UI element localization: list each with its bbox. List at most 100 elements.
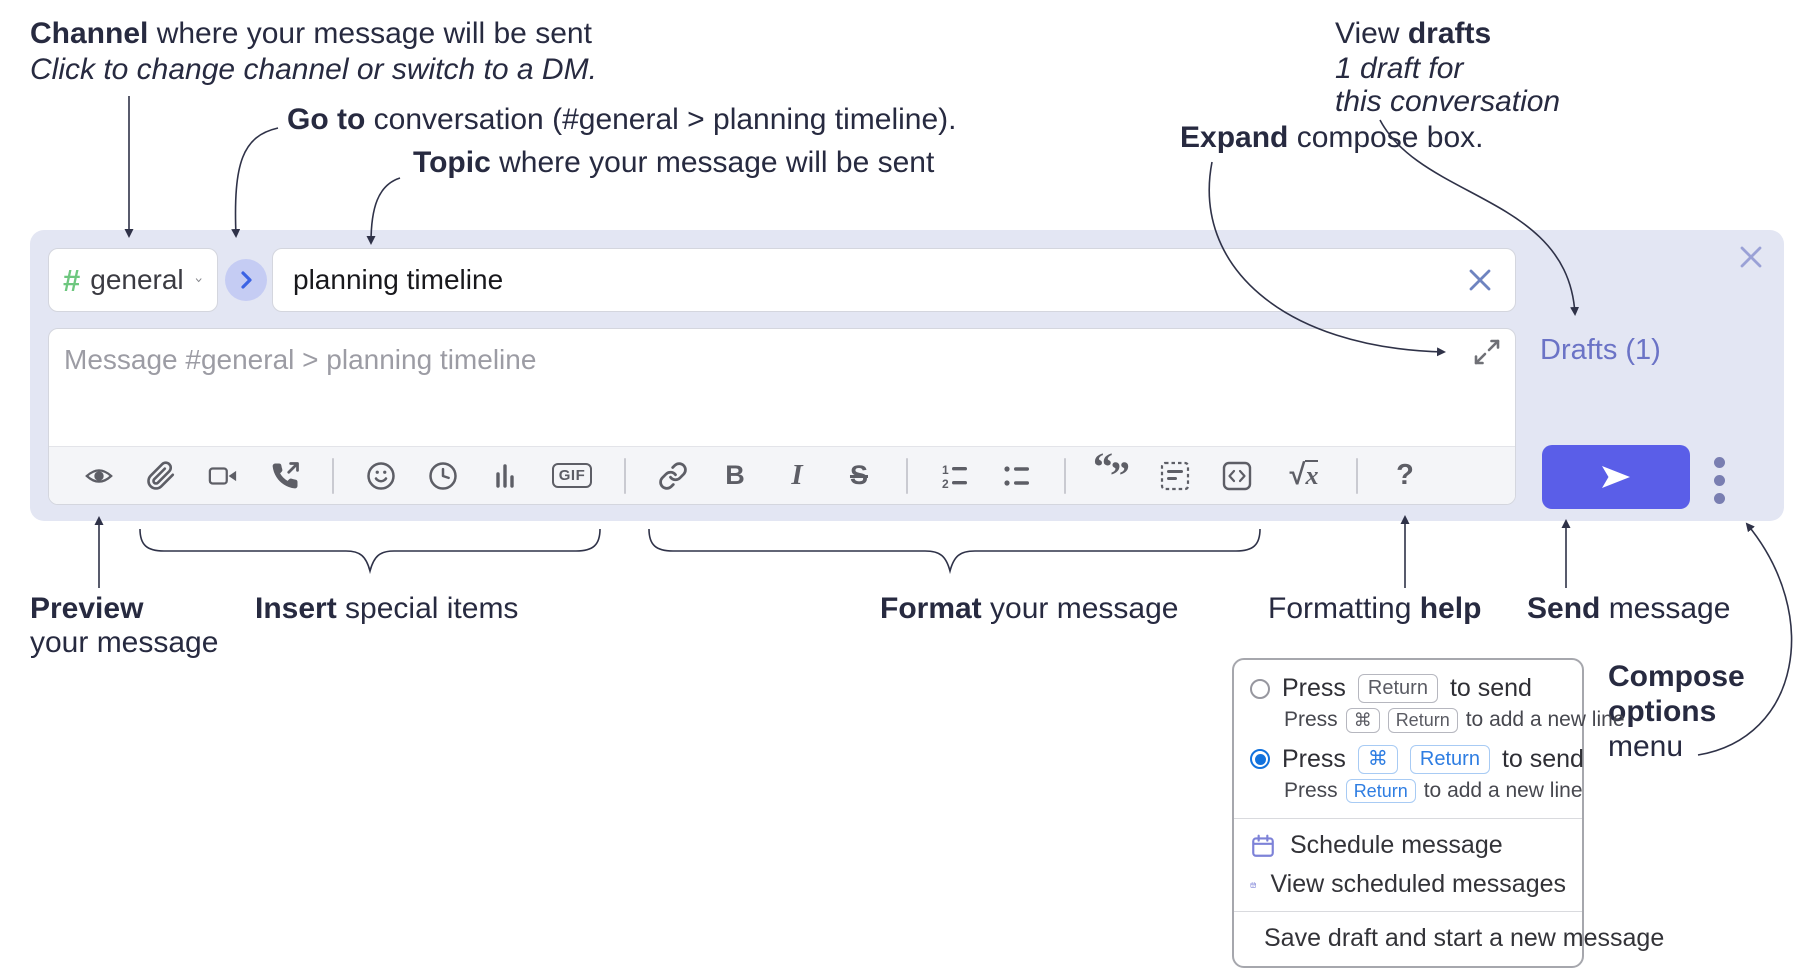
code-icon [1222, 461, 1252, 490]
dot-icon [1713, 475, 1725, 486]
compose-toolbar: GIF B I S 1 2 “” [49, 446, 1515, 504]
channel-hash-icon: # [63, 262, 81, 298]
channel-name: general [90, 264, 184, 295]
annotation-compose-options-line3: menu [1608, 730, 1684, 763]
radio-unselected-icon[interactable] [1250, 678, 1270, 699]
key-cmd: ⌘ [1345, 708, 1380, 733]
italic-button[interactable]: I [782, 456, 812, 496]
option-text: to send [1501, 744, 1584, 773]
annotation-send-message: Send message [1527, 592, 1731, 625]
menu-item-schedule-message[interactable]: Schedule message [1234, 826, 1582, 865]
annotation-topic: Topic where your message will be sent [413, 146, 935, 179]
schedule-time-button[interactable] [428, 456, 458, 496]
quote-button[interactable]: “” [1093, 446, 1130, 496]
italic-icon: I [791, 459, 803, 491]
paperclip-icon [147, 460, 175, 490]
menu-item-save-draft[interactable]: Save draft and start a new message [1234, 919, 1664, 958]
send-icon [1602, 466, 1630, 488]
formatting-help-button[interactable]: ? [1390, 456, 1420, 496]
poll-button[interactable] [490, 456, 520, 496]
preview-button[interactable] [84, 456, 114, 496]
compose-options-button[interactable] [1712, 457, 1726, 504]
toolbar-divider [332, 457, 334, 494]
bold-icon: B [725, 460, 745, 490]
menu-item-view-scheduled[interactable]: View scheduled messages [1234, 865, 1582, 904]
link-icon [659, 461, 687, 490]
menu-item-label: Save draft and start a new message [1264, 924, 1665, 952]
format-brace [648, 528, 1261, 575]
annotation-formatting-help: Formatting help [1268, 592, 1482, 625]
annotation-insert: Insert special items [255, 592, 519, 625]
annotation-preview-line2: your message [30, 626, 219, 659]
dot-icon [1713, 493, 1725, 504]
annotation-view-drafts-line2: 1 draft for [1335, 52, 1464, 85]
annotation-goto: Go to conversation (#general > planning … [287, 103, 957, 136]
menu-item-label: View scheduled messages [1270, 870, 1566, 898]
smiley-icon [367, 461, 395, 490]
option-text: Press [1282, 674, 1346, 702]
strikethrough-icon: S [849, 460, 868, 490]
menu-separator [1234, 818, 1582, 819]
gif-button[interactable]: GIF [551, 456, 593, 496]
annotation-expand: Expand compose box. [1180, 121, 1484, 154]
strikethrough-button[interactable]: S [844, 456, 874, 496]
toolbar-divider [624, 457, 626, 494]
clock-icon [429, 461, 457, 490]
channel-selector[interactable]: # general [48, 248, 218, 312]
eye-icon [85, 468, 113, 483]
toolbar-divider [1064, 457, 1066, 494]
annotation-format: Format your message [880, 592, 1179, 625]
key-return: Return [1387, 708, 1458, 733]
bold-button[interactable]: B [720, 456, 750, 496]
bar-chart-icon [496, 463, 514, 488]
key-return: Return [1357, 674, 1438, 703]
voice-call-button[interactable] [270, 456, 300, 496]
numbered-list-icon: 1 2 [942, 463, 967, 491]
annotation-compose-options-line1: Compose [1608, 660, 1745, 693]
topic-value: planning timeline [293, 264, 504, 295]
numbered-list-button[interactable]: 1 2 [940, 456, 970, 496]
math-icon: √x [1289, 459, 1319, 491]
menu-option-enter-sends[interactable]: Press Return to send [1234, 670, 1582, 703]
menu-separator [1234, 911, 1582, 912]
emoji-button[interactable] [366, 456, 396, 496]
bulleted-list-button[interactable] [1002, 456, 1032, 496]
key-return: Return [1409, 744, 1490, 774]
dot-icon [1713, 457, 1725, 468]
phone-outgoing-icon [272, 461, 299, 488]
goto-pointer-line [231, 127, 279, 238]
expand-compose-icon[interactable] [1472, 337, 1502, 367]
calendar-grid-icon [1250, 881, 1256, 888]
svg-text:1: 1 [942, 463, 949, 477]
spoiler-button[interactable] [1160, 456, 1190, 496]
question-mark-icon: ? [1396, 459, 1414, 491]
drafts-link[interactable]: Drafts (1) [1540, 334, 1661, 366]
svg-text:2: 2 [942, 477, 949, 491]
video-call-button[interactable] [208, 456, 238, 496]
topic-input[interactable]: planning timeline [272, 248, 1516, 312]
attach-file-button[interactable] [146, 456, 176, 496]
gif-icon: GIF [551, 463, 593, 488]
clear-topic-icon[interactable] [1465, 265, 1495, 295]
menu-option-enter-sends-subtext: Press ⌘ Return to add a new line [1284, 708, 1625, 733]
key-return: Return [1345, 778, 1416, 803]
calendar-icon [1252, 834, 1274, 857]
video-camera-icon [208, 466, 237, 485]
radio-selected-icon[interactable] [1250, 749, 1270, 769]
menu-item-label: Schedule message [1290, 831, 1503, 859]
compose-options-menu: Press Return to send Press ⌘ Return to a… [1232, 658, 1664, 968]
annotation-view-drafts-line1: View drafts [1335, 17, 1492, 50]
menu-option-cmd-enter-sends[interactable]: Press ⌘ Return to send [1234, 741, 1584, 774]
close-compose-icon[interactable] [1736, 242, 1766, 272]
link-button[interactable] [658, 456, 688, 496]
annotation-channel-line2: Click to change channel or switch to a D… [30, 53, 597, 86]
code-button[interactable] [1222, 456, 1252, 496]
send-button[interactable] [1542, 445, 1690, 509]
message-placeholder: Message #general > planning timeline [64, 344, 537, 375]
annotation-preview-line1: Preview [30, 592, 144, 625]
math-button[interactable]: √x [1284, 456, 1324, 496]
insert-brace [139, 528, 601, 575]
chevron-down-icon [195, 278, 202, 283]
bulleted-list-icon [1004, 465, 1029, 486]
go-to-conversation-button[interactable] [225, 259, 267, 301]
